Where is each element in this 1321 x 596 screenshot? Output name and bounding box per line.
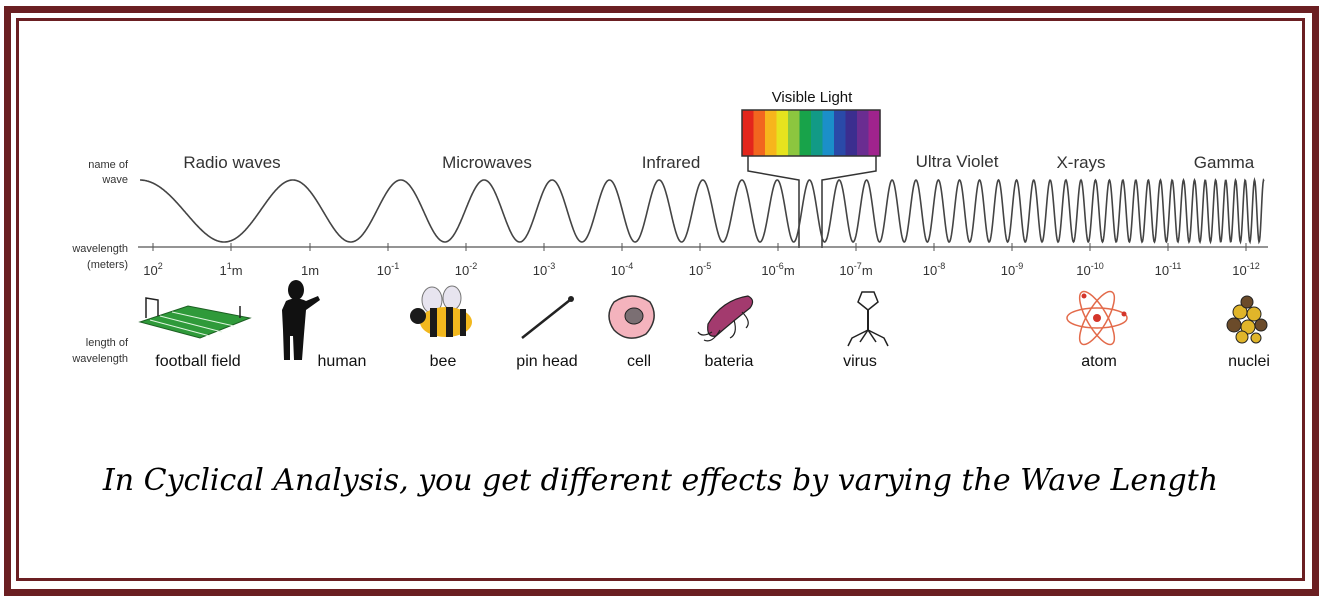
object-label-virus: virus (843, 353, 877, 370)
row-label-length-2: wavelength (71, 353, 128, 365)
spectrum-band (788, 110, 801, 156)
visible-spectrum-bar (742, 110, 881, 156)
wave-name-ultra-violet: Ultra Violet (916, 152, 999, 171)
outer-frame (4, 6, 1319, 596)
tick-label: 10-9 (1001, 261, 1023, 278)
virus-icon (847, 291, 889, 347)
caption: In Cyclical Analysis, you get different … (102, 463, 1219, 498)
tick-label: 10-6m (761, 261, 794, 278)
spectrum-band (868, 110, 881, 156)
spectrum-band (811, 110, 824, 156)
spectrum-band (742, 110, 755, 156)
object-label-football-field: football field (155, 353, 240, 370)
inner-frame (16, 18, 1305, 581)
spectrum-band (857, 110, 870, 156)
object-label-bateria: bateria (705, 353, 754, 370)
object-label-pin-head: pin head (516, 353, 577, 370)
spectrum-outline (741, 109, 881, 157)
row-label-wavelength-2: (meters) (87, 259, 128, 271)
visible-light-label: Visible Light (772, 89, 853, 106)
object-label-atom: atom (1081, 353, 1117, 370)
nuclei-icon (1226, 295, 1268, 344)
tick-label: 10-11 (1155, 261, 1182, 278)
atom-icon (1066, 290, 1128, 346)
row-label-wavelength-1: wavelength (71, 243, 128, 255)
human-icon (282, 280, 320, 360)
bee-icon (410, 285, 472, 337)
spectrum-band (799, 110, 812, 156)
wave-name-infrared: Infrared (642, 153, 701, 172)
visible-bracket-right (821, 156, 877, 248)
visible-bracket-left (747, 156, 800, 248)
tick-label: 10-10 (1076, 261, 1103, 278)
spectrum-band (822, 110, 835, 156)
cell-icon (608, 295, 655, 339)
spectrum-band (765, 110, 778, 156)
bacteria-icon (697, 295, 754, 342)
row-label-name-1: name of (88, 159, 129, 171)
wave-name-microwaves: Microwaves (442, 153, 532, 172)
object-label-cell: cell (627, 353, 651, 370)
tick-label: 10-8 (923, 261, 945, 278)
tick-label: 10-2 (455, 261, 477, 278)
row-label-length-1: length of (86, 337, 129, 349)
tick-label: 10-1 (377, 261, 399, 278)
wave-name-gamma: Gamma (1194, 153, 1255, 172)
tick-label: 11m (219, 261, 242, 278)
spectrum-band (834, 110, 847, 156)
tick-label: 10-4 (611, 261, 633, 278)
pin-head-icon (521, 296, 574, 339)
object-label-human: human (318, 353, 367, 370)
row-label-name-2: wave (101, 174, 128, 186)
tick-label: 1m (301, 263, 319, 278)
tick-label: 10-7m (839, 261, 872, 278)
tick-label: 102 (143, 261, 162, 278)
spectrum-band (776, 110, 789, 156)
wavelength-ticks: 102 11m 1m 10-1 10-2 10-3 10-4 10-5 10-6m 10-7m 10… (143, 243, 1260, 278)
object-label-bee: bee (430, 353, 457, 370)
spectrum-band (753, 110, 766, 156)
football-field-icon (138, 297, 252, 339)
tick-label: 10-12 (1232, 261, 1259, 278)
tick-label: 10-5 (689, 261, 711, 278)
spectrum-band (845, 110, 858, 156)
wave-name-radio: Radio waves (183, 153, 280, 172)
wave-name-x-rays: X-rays (1056, 153, 1105, 172)
wave-line (140, 177, 1265, 245)
tick-label: 10-3 (533, 261, 555, 278)
object-label-nuclei: nuclei (1228, 353, 1270, 370)
